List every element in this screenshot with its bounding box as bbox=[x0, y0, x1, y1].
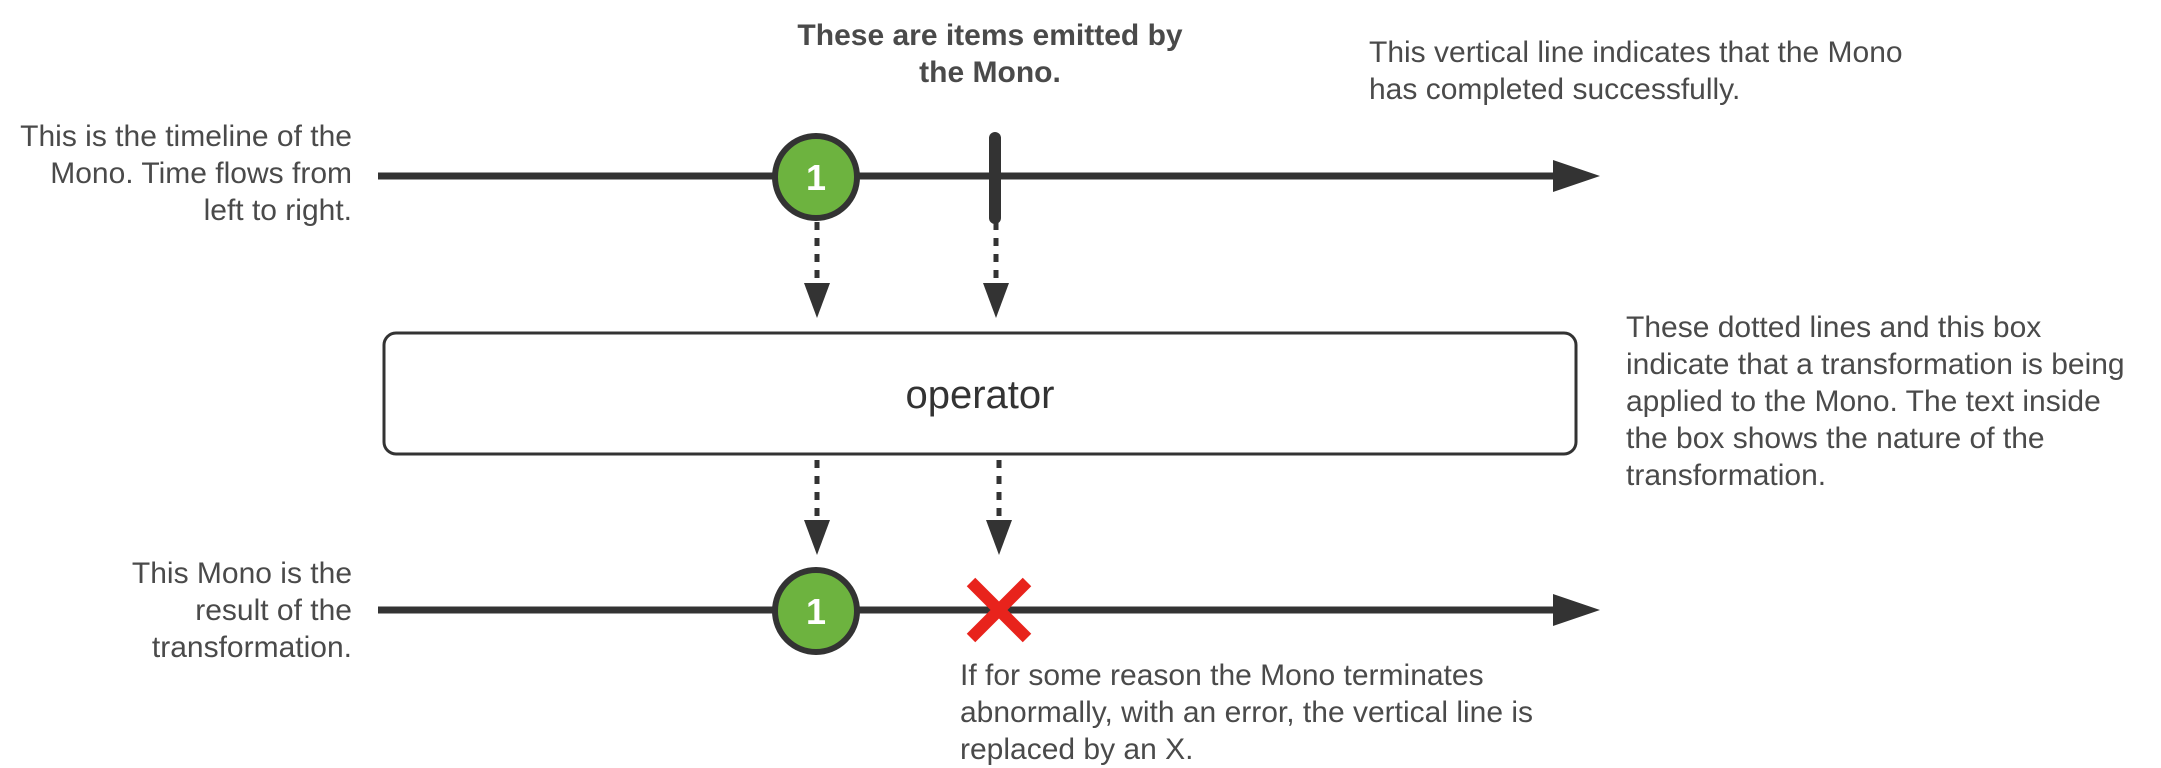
source-item-label: 1 bbox=[806, 157, 826, 198]
input-arrow-completion bbox=[983, 222, 1009, 318]
timeline-annotation: This is the timeline of the Mono. Time f… bbox=[20, 120, 352, 227]
result-item-label: 1 bbox=[806, 591, 826, 632]
error-annotation: If for some reason the Mono terminates a… bbox=[960, 659, 1534, 766]
output-arrow-item bbox=[804, 460, 830, 555]
operator-box-rect bbox=[382, 331, 1578, 456]
source-item: 1 bbox=[772, 133, 860, 221]
source-timeline-arrowhead bbox=[1553, 160, 1600, 192]
operator-box: operator bbox=[382, 331, 1578, 456]
result-annotation: This Mono is the result of the transform… bbox=[131, 557, 352, 664]
operator-label: operator bbox=[906, 373, 1055, 417]
output-arrow-error bbox=[986, 460, 1012, 555]
input-arrow-item bbox=[804, 222, 830, 318]
source-item-circle bbox=[772, 133, 860, 221]
source-timeline bbox=[378, 160, 1600, 192]
error-x-icon bbox=[966, 577, 1032, 643]
items-annotation: These are items emitted by the Mono. bbox=[797, 19, 1183, 89]
result-timeline bbox=[378, 594, 1600, 626]
result-item-circle bbox=[772, 567, 860, 655]
result-timeline-arrowhead bbox=[1553, 594, 1600, 626]
operator-annotation: These dotted lines and this box indicate… bbox=[1626, 311, 2125, 492]
completion-annotation: This vertical line indicates that the Mo… bbox=[1369, 36, 1903, 106]
result-item: 1 bbox=[772, 567, 860, 655]
